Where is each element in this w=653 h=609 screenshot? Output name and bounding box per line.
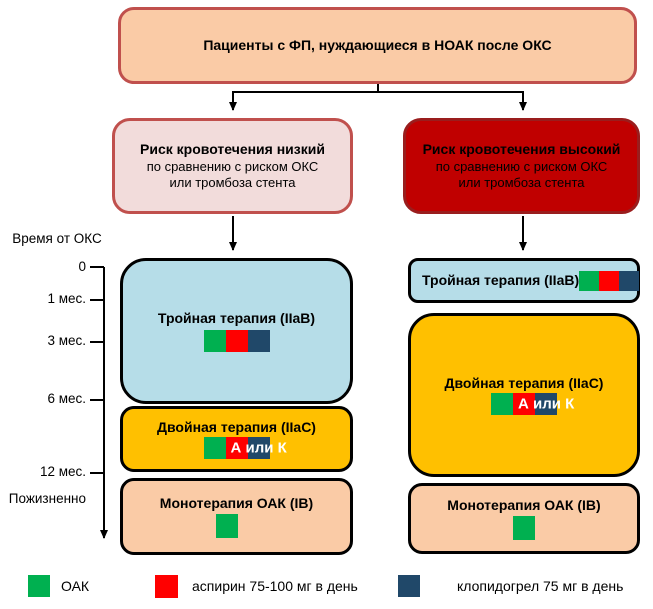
- aspirin-swatch-icon: [599, 270, 620, 291]
- high-bleeding-risk-box: Риск кровотечения высокий по сравнению с…: [403, 118, 640, 214]
- root-box-label: Пациенты с ФП, нуждающиеся в НОАК после …: [203, 37, 552, 54]
- high-risk-title: Риск кровотечения высокий: [422, 141, 621, 157]
- legend-oak-swatch-icon: [28, 575, 50, 597]
- aspirin-swatch-icon: [225, 329, 248, 352]
- low-bleeding-risk-box: Риск кровотечения низкий по сравнению с …: [112, 118, 353, 214]
- triple-therapy-label: Тройная терапия (IIaB): [422, 272, 580, 289]
- mono-therapy-label: Монотерапия ОАК (IB): [447, 496, 601, 513]
- clopidogrel-swatch-icon: [247, 329, 270, 352]
- triple-therapy-drug-swatches: [579, 270, 640, 291]
- low-risk-subtitle-line1: по сравнению с риском ОКС: [146, 158, 319, 174]
- aspirin-or-clopidogrel-note: А или К: [230, 439, 287, 457]
- oak-swatch-icon: [579, 270, 600, 291]
- legend-clopidogrel-label: клопидогрел 75 мг в день: [457, 578, 624, 594]
- legend-clopidogrel-swatch-icon: [398, 575, 420, 597]
- branch-split-line: [233, 84, 523, 93]
- high-risk-subtitle-line2: или тромбоза стента: [458, 174, 585, 190]
- dual-therapy-label: Двойная терапия (IIaC): [157, 418, 316, 435]
- triple-therapy-label: Тройная терапия (IIaB): [157, 310, 316, 327]
- clopidogrel-swatch-icon: [619, 270, 640, 291]
- triple-therapy-drug-swatches: [203, 329, 270, 352]
- tick-label-1-month: 1 мес.: [47, 291, 86, 306]
- tick-label-12-months: 12 мес.: [39, 464, 86, 479]
- low-risk-title: Риск кровотечения низкий: [140, 141, 325, 157]
- mono-therapy-label: Монотерапия ОАК (IB): [159, 494, 314, 511]
- legend-aspirin-swatch-icon: [155, 575, 178, 598]
- triple-therapy-box-high-risk: Тройная терапия (IIaB): [408, 258, 640, 303]
- aspirin-or-clopidogrel-note: А или К: [518, 395, 575, 413]
- tick-label-6-months: 6 мес.: [47, 391, 86, 406]
- mono-therapy-box-high-risk: Монотерапия ОАК (IB): [408, 483, 640, 554]
- oak-swatch-icon: [513, 516, 535, 541]
- dual-therapy-label: Двойная терапия (IIaC): [444, 374, 604, 391]
- dual-therapy-box-low-risk: Двойная терапия (IIaC) А или К: [120, 406, 353, 472]
- aspirin-swatch-icon: [225, 437, 248, 460]
- high-risk-subtitle-line1: по сравнению с риском ОКС: [435, 158, 608, 174]
- dual-therapy-drug-swatches: А или К: [491, 393, 574, 416]
- dual-therapy-box-high-risk: Двойная терапия (IIaC) А или К: [408, 313, 640, 477]
- root-box: Пациенты с ФП, нуждающиеся в НОАК после …: [118, 7, 637, 84]
- aspirin-swatch-icon: [513, 393, 535, 416]
- legend-aspirin-label: аспирин 75-100 мг в день: [192, 578, 358, 594]
- oak-swatch-icon: [491, 393, 513, 416]
- mono-therapy-box-low-risk: Монотерапия ОАК (IB): [120, 478, 353, 555]
- triple-therapy-box-low-risk: Тройная терапия (IIaB): [120, 258, 353, 404]
- tick-label-0: 0: [78, 259, 86, 274]
- legend-oak-label: ОАК: [61, 578, 90, 594]
- timeline-axis-title: Время от ОКС: [12, 231, 102, 246]
- tick-label-lifelong: Пожизненно: [8, 491, 86, 506]
- tick-label-3-months: 3 мес.: [47, 333, 86, 348]
- timeline-tick-marks: [90, 266, 104, 474]
- dual-therapy-drug-swatches: А или К: [203, 437, 287, 460]
- oak-swatch-icon: [215, 514, 238, 539]
- clopidogrel-swatch-icon: [535, 393, 557, 416]
- clopidogrel-swatch-icon: [247, 437, 270, 460]
- low-risk-subtitle-line2: или тромбоза стента: [169, 174, 296, 190]
- oak-swatch-icon: [203, 329, 226, 352]
- oak-swatch-icon: [203, 437, 226, 460]
